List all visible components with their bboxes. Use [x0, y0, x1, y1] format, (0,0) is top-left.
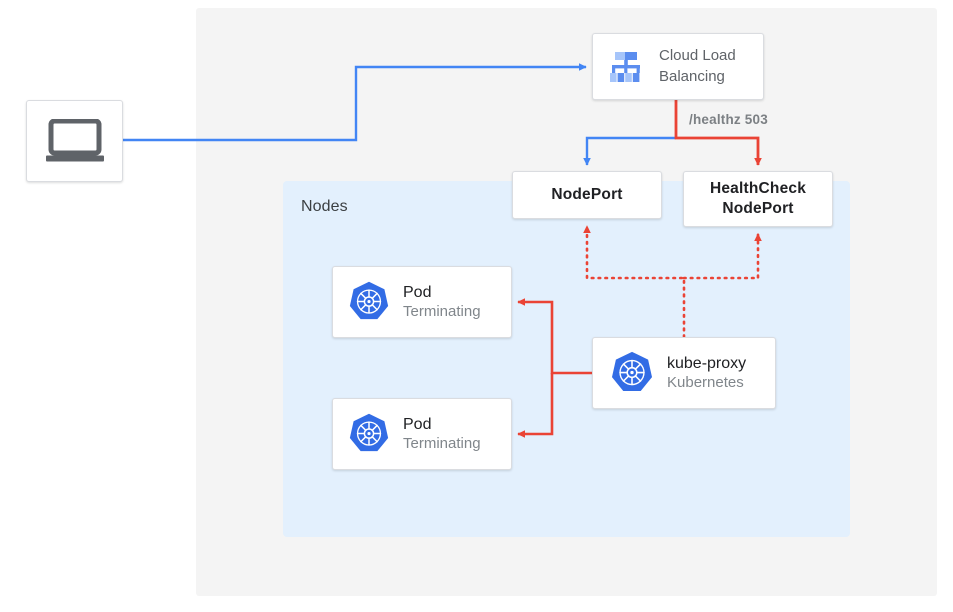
kubernetes-icon — [349, 281, 389, 320]
nodeport-box: NodePort — [512, 171, 662, 219]
nodes-region-label: Nodes — [301, 198, 348, 215]
cloud-load-balancing-text: Cloud Load Balancing — [659, 46, 736, 87]
healthz-label: /healthz 503 — [689, 112, 768, 127]
kubernetes-icon — [611, 351, 653, 391]
pod-title: Pod — [403, 283, 432, 301]
pod-text: Pod Terminating — [403, 283, 481, 322]
pod-subtitle: Terminating — [403, 434, 481, 452]
healthcheck-nodeport-box: HealthCheck NodePort — [683, 171, 833, 227]
kube-proxy-subtitle: Kubernetes — [667, 373, 744, 391]
laptop-icon — [45, 119, 104, 162]
healthcheck-nodeport-label: HealthCheck NodePort — [710, 179, 806, 219]
kube-proxy-box: kube-proxy Kubernetes — [592, 337, 776, 409]
kube-proxy-text: kube-proxy Kubernetes — [667, 354, 746, 393]
cloud-load-balancing-line2: Balancing — [659, 67, 725, 85]
kubernetes-icon — [349, 413, 389, 452]
pod-box: Pod Terminating — [332, 398, 512, 470]
healthcheck-nodeport-line1: HealthCheck — [709, 180, 807, 198]
kube-proxy-title: kube-proxy — [667, 354, 747, 372]
pod-subtitle: Terminating — [403, 302, 481, 320]
cloud-load-balancing-box: Cloud Load Balancing — [592, 33, 764, 100]
healthcheck-nodeport-line2: NodePort — [722, 200, 794, 217]
client-box — [26, 100, 123, 182]
pod-title: Pod — [403, 415, 432, 433]
cloud-load-balancing-line1: Cloud Load — [659, 47, 736, 65]
pod-box: Pod Terminating — [332, 266, 512, 338]
cloud-load-balancing-icon — [610, 51, 640, 82]
pod-text: Pod Terminating — [403, 415, 481, 454]
nodeport-label: NodePort — [551, 186, 623, 204]
